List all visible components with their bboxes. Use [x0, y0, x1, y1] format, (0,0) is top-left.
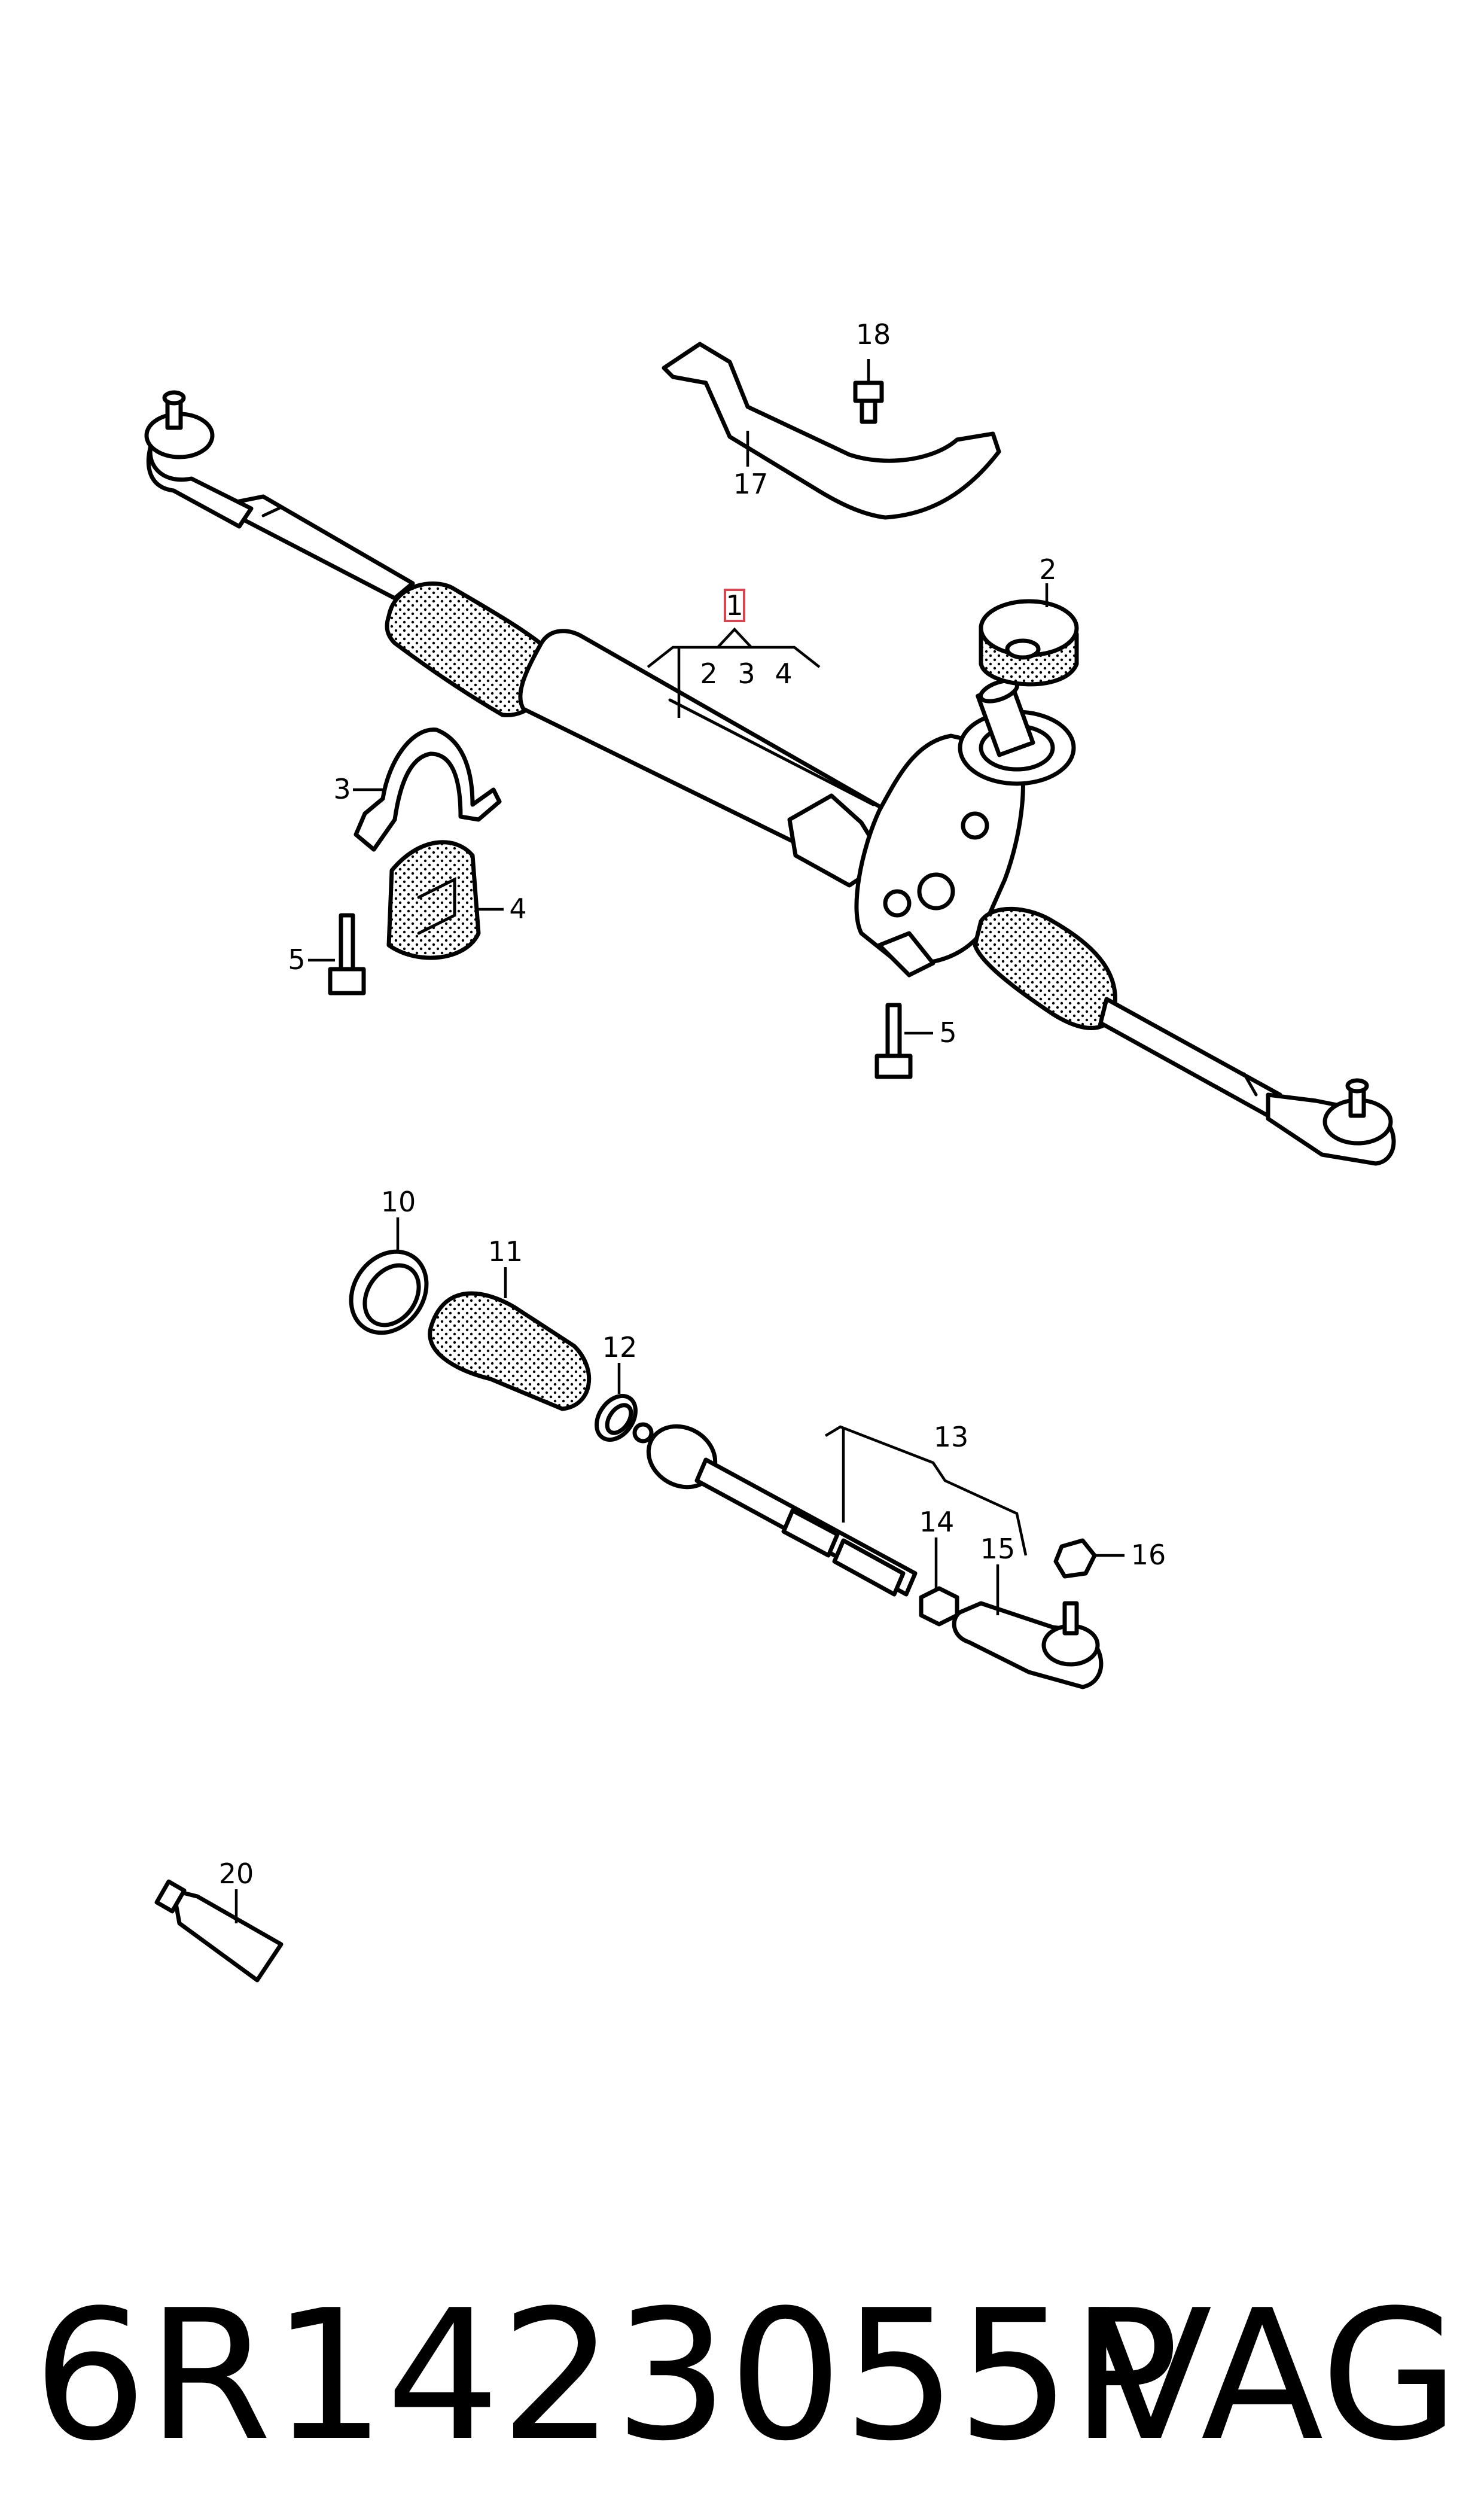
callout-10[interactable]: 10 — [381, 1186, 416, 1218]
small-clip[interactable] — [589, 1389, 644, 1447]
outer-tie-rod-end[interactable] — [952, 1601, 1104, 1689]
right-tie-rod-end[interactable] — [1266, 1078, 1396, 1166]
callout-17[interactable]: 17 — [733, 468, 769, 500]
brand-name: VAG — [1090, 2272, 1459, 2480]
callout-11[interactable]: 11 — [488, 1235, 523, 1268]
rubber-damper[interactable] — [979, 599, 1079, 687]
grease-tube[interactable] — [154, 1879, 284, 1983]
callout-labels: 1 2 3 4 2 3 4 5 5 10 11 12 13 14 15 16 1… — [219, 318, 1166, 1890]
callout-4-sub[interactable]: 4 — [775, 657, 792, 690]
callout-2[interactable]: 2 — [1039, 553, 1056, 586]
steering-rack-assembly[interactable] — [144, 390, 1396, 1166]
steering-boot[interactable] — [428, 1291, 592, 1411]
callout-13[interactable]: 13 — [934, 1421, 969, 1453]
mount-bolt-left[interactable] — [328, 913, 366, 995]
callout-15[interactable]: 15 — [980, 1533, 1016, 1565]
right-boot — [973, 906, 1117, 1030]
callout-3[interactable]: 3 — [333, 773, 351, 805]
callout-5-left[interactable]: 5 — [288, 943, 305, 976]
boot-clip[interactable] — [336, 1237, 442, 1347]
callout-2-sub[interactable]: 2 — [700, 657, 717, 690]
callout-1-highlight — [724, 589, 745, 622]
callout-3-sub[interactable]: 3 — [738, 657, 755, 690]
callout-12[interactable]: 12 — [602, 1331, 638, 1363]
leader-lines — [234, 359, 1125, 1923]
callout-4[interactable]: 4 — [509, 893, 526, 925]
left-tie-rod-end[interactable] — [144, 390, 254, 529]
rack-clamp[interactable] — [354, 727, 502, 852]
rubber-mount[interactable] — [386, 840, 481, 960]
part-number: 6R1423055P — [33, 2272, 1179, 2480]
bracket-bolt[interactable] — [853, 380, 884, 424]
callout-5-right[interactable]: 5 — [939, 1016, 956, 1049]
mounting-bracket[interactable] — [662, 342, 1001, 520]
callout-18[interactable]: 18 — [856, 318, 891, 351]
callout-20[interactable]: 20 — [219, 1858, 254, 1890]
steering-gear-housing — [787, 678, 1076, 978]
inner-tie-rod[interactable] — [632, 1414, 918, 1597]
lock-nut[interactable] — [919, 1586, 959, 1627]
callout-14[interactable]: 14 — [919, 1506, 955, 1538]
tie-rod-nut[interactable] — [1053, 1538, 1097, 1579]
callout-1[interactable]: 1 — [726, 589, 743, 622]
mount-bolt-right[interactable] — [874, 1003, 913, 1079]
callout-16[interactable]: 16 — [1131, 1539, 1166, 1571]
